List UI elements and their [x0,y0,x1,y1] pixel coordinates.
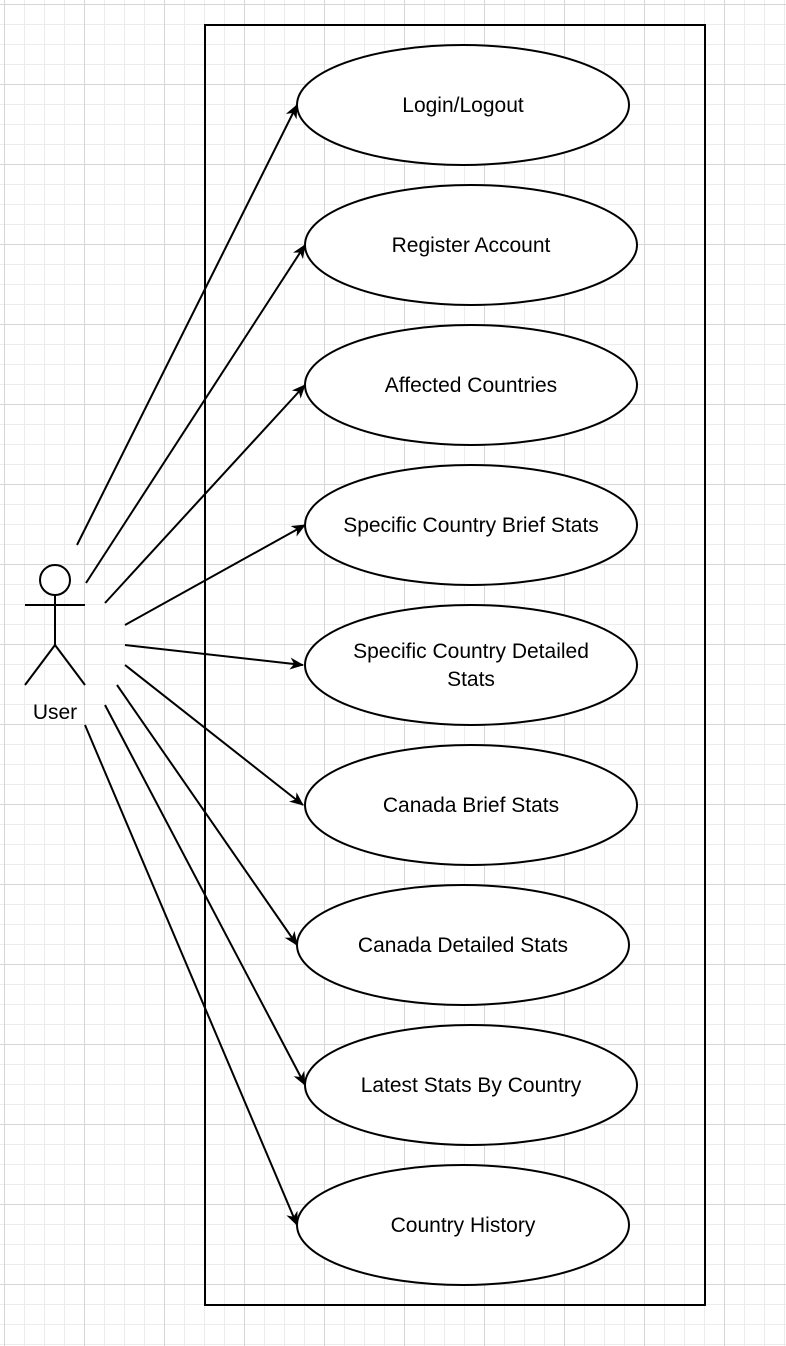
use-case[interactable]: Canada Detailed Stats [296,884,630,1006]
use-case[interactable]: Login/Logout [296,44,630,166]
use-case[interactable]: Affected Countries [304,324,638,446]
use-case-ellipse [296,884,630,1006]
actor-left-leg [24,644,56,686]
use-case-ellipse [296,1164,630,1286]
association-arrow-9 [84,724,298,1226]
use-case-label: Country History [391,1214,536,1237]
actor-user[interactable]: User [24,564,86,724]
association-arrow-8 [104,704,306,1086]
use-case-label: Affected Countries [385,374,557,397]
actor-right-leg [54,644,86,686]
use-case[interactable]: Specific Country Brief Stats [304,464,638,586]
use-case-label: Latest Stats By Country [361,1074,582,1097]
use-case-ellipse [296,44,630,166]
use-case-ellipse [304,744,638,866]
use-case[interactable]: Latest Stats By Country [304,1024,638,1146]
association-arrow-3 [104,384,306,604]
association-arrow-7 [116,684,298,946]
use-case-label: Specific Country Detailed [353,640,589,663]
association-arrow-6 [124,664,304,806]
use-case-label: Canada Brief Stats [383,794,559,817]
use-case-ellipse [304,604,638,726]
actor-head [39,564,71,596]
actor-label: User [33,701,77,724]
use-case-ellipse [304,464,638,586]
use-case[interactable]: Canada Brief Stats [304,744,638,866]
association-arrow-4 [124,524,306,626]
use-case-label: Register Account [392,234,551,257]
use-case-ellipse [304,1024,638,1146]
association-arrow-1 [76,104,298,546]
use-case-ellipse [304,184,638,306]
association-arrow-5 [124,644,304,670]
association-arrow-2 [85,244,306,584]
use-case-ellipse [304,324,638,446]
associations [76,104,306,1226]
use-case-label: Canada Detailed Stats [358,934,568,957]
system-boundary [204,24,706,1306]
use-case-label: Stats [447,668,495,691]
use-case[interactable]: Country History [296,1164,630,1286]
use-case-label: Login/Logout [402,94,524,117]
use-case-label: Specific Country Brief Stats [343,514,599,537]
use-case[interactable]: Register Account [304,184,638,306]
